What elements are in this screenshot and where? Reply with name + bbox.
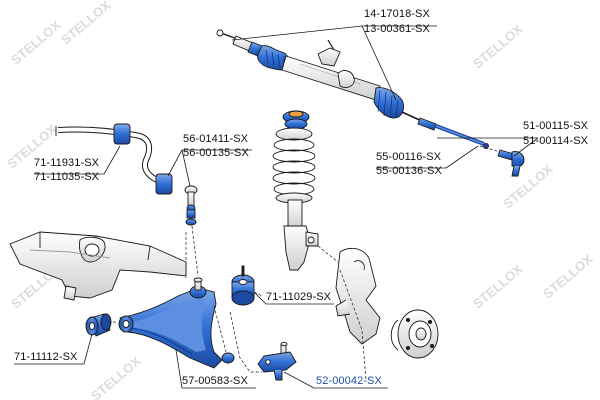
- label-rear-arm-bush: 71-11029-SX: [266, 291, 332, 303]
- label-steering-rack-1: 14-17018-SX: [364, 8, 430, 20]
- front-arm-bush: [85, 313, 112, 337]
- label-front-arm-bush: 71-11112-SX: [14, 351, 78, 363]
- lower-control-arm: [118, 287, 235, 369]
- label-inner-tie-rod-2: 55-00136-SX: [376, 165, 442, 177]
- label-stabilizer-bush-2: 71-11035-SX: [34, 171, 100, 183]
- arm-ball-stud: [189, 277, 207, 299]
- steering-rack: [216, 29, 425, 123]
- rear-arm-bush: [231, 265, 255, 306]
- label-tie-rod-end-1: 51-00115-SX: [523, 120, 589, 132]
- assembly-guides: [108, 145, 501, 381]
- ball-joint: [257, 341, 297, 381]
- leader-lines: [14, 25, 539, 389]
- wheel-hub: [390, 309, 439, 359]
- stabilizer-link: [184, 185, 198, 226]
- stabilizer-end-bush: [155, 173, 173, 195]
- strut-assembly: [272, 110, 319, 271]
- inner-tie-rod: [417, 117, 489, 149]
- tie-rod-end: [497, 149, 525, 177]
- label-stabilizer-bush-1: 71-11931-SX: [34, 157, 100, 169]
- stabilizer-bush: [113, 123, 131, 145]
- subframe: [9, 231, 187, 301]
- label-stabilizer-link-1: 56-01411-SX: [183, 133, 249, 145]
- label-tie-rod-end-2: 51-00114-SX: [523, 135, 589, 147]
- label-ball-joint-link[interactable]: 52-00042-SX: [316, 375, 382, 387]
- label-inner-tie-rod-1: 55-00116-SX: [376, 151, 442, 163]
- label-control-arm: 57-00583-SX: [182, 375, 248, 387]
- steering-knuckle: [335, 248, 381, 345]
- stabilizer-bar: [55, 126, 164, 185]
- label-stabilizer-link-2: 56-00135-SX: [183, 147, 249, 159]
- label-steering-rack-2: 13-00361-SX: [364, 23, 430, 35]
